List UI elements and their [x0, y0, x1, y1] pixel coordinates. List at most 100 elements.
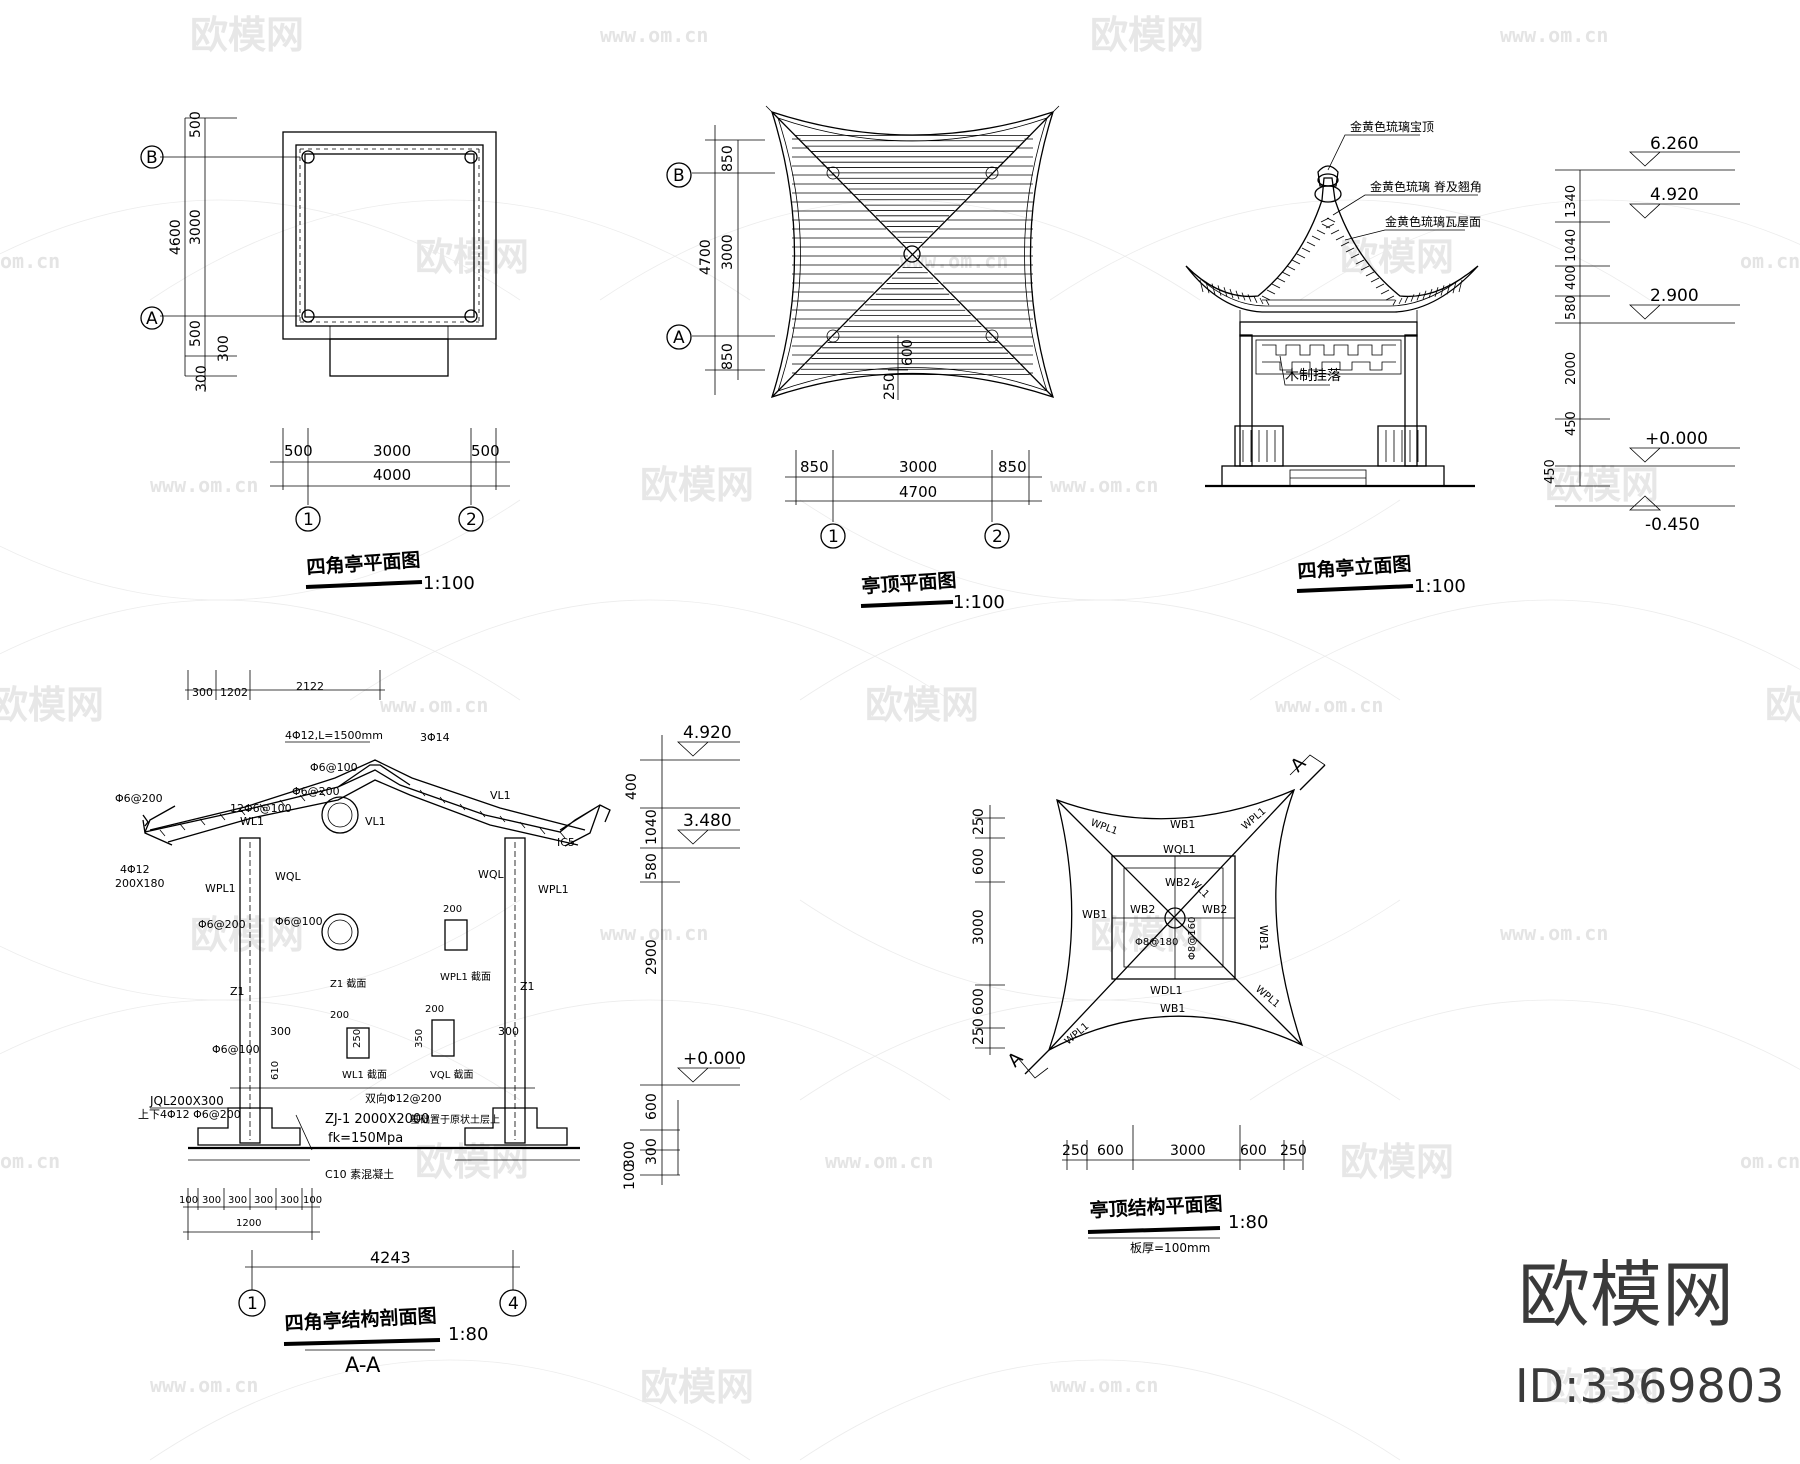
- roof-dim: 3000: [899, 458, 937, 476]
- beam-label: WPL1: [538, 883, 569, 896]
- watermark-brand: 欧模网: [1090, 13, 1204, 57]
- roof-dim: 850: [998, 458, 1027, 476]
- section-roof-slab: [167, 779, 579, 846]
- axis-bubble-1: [238, 1289, 266, 1317]
- watermark-brand: 欧模网: [1340, 235, 1454, 279]
- section-dim: 580: [644, 853, 660, 880]
- rebar-label: 200X180: [115, 877, 165, 890]
- plan-column: [464, 309, 478, 323]
- roof-finial: [903, 245, 921, 263]
- level-mark: +0.000: [683, 1049, 746, 1069]
- level-mark: 2.900: [1650, 286, 1699, 306]
- elevation-dim: 400: [1564, 265, 1579, 290]
- struct-dim: 600: [1240, 1143, 1267, 1159]
- rebar-label: 4Φ12: [120, 863, 150, 876]
- roof-struct-note: 板厚=100mm: [1130, 1241, 1210, 1255]
- rebar-label: Φ6@100: [275, 915, 323, 928]
- roof-dim: 850: [720, 145, 736, 172]
- watermark-brand: 欧模网: [1765, 683, 1800, 727]
- section-dim-total: 4243: [370, 1248, 411, 1267]
- watermark-layer: 欧模网 欧模网 欧模网 欧模网 欧模网 欧模网 欧模网 欧模网 欧模网 欧模网 …: [0, 13, 1800, 1461]
- section-dim: 1040: [644, 809, 660, 845]
- title-underline: [283, 1338, 441, 1346]
- watermark-url: om.cn: [0, 1149, 60, 1173]
- axis-bubble-b: [140, 145, 164, 169]
- struct-dim: 600: [971, 848, 987, 875]
- level-mark: 4.920: [1650, 185, 1699, 205]
- axis-bubble-1: [295, 506, 321, 532]
- slab-label: WB1: [1082, 908, 1107, 921]
- pavilion-plan: 500 3000 500 300 4600 300 B A 500 3000 5…: [140, 111, 510, 594]
- axis-label: 2: [992, 527, 1003, 547]
- watermark-url: www.om.cn: [600, 921, 708, 945]
- beam-label: JQL200X300: [149, 1094, 224, 1108]
- elevation-note: 金黄色琉璃 脊及翘角: [1370, 179, 1482, 194]
- rebar-label: Φ6@200: [115, 792, 163, 805]
- slab-label: WB1: [1160, 1002, 1185, 1015]
- roof-dim: 3000: [720, 234, 736, 270]
- axis-bubble-a: [666, 324, 692, 350]
- struct-dim: 600: [971, 988, 987, 1015]
- watermark-brand: 欧模网: [190, 913, 304, 957]
- watermark-url: om.cn: [0, 249, 60, 273]
- column-label: Z1: [230, 985, 245, 998]
- struct-dim: 250: [1280, 1143, 1307, 1159]
- rebar-label: Φ6@200: [198, 918, 246, 931]
- roof-structure-plan: A A WB1 WB1 WB1 WB1 WB2 WB2 WB2 WQL1 WDL…: [971, 752, 1326, 1255]
- plan-scale: 1:100: [423, 573, 475, 594]
- structure-section: 300 1202 2122: [115, 670, 746, 1377]
- rebar-label: 12Φ6@100: [230, 802, 292, 815]
- watermark-url: www.om.cn: [380, 693, 488, 717]
- axis-label: B: [673, 166, 685, 186]
- axis-label: 1: [247, 1294, 258, 1314]
- balustrade: [1234, 425, 1284, 467]
- wood-fretwork: [1255, 339, 1402, 375]
- elevation-dim: 450: [1564, 411, 1579, 436]
- level-mark: 4.920: [683, 723, 732, 743]
- elevation-title: 四角亭立面图: [1297, 552, 1412, 583]
- axis-label: 2: [466, 510, 477, 530]
- elevation-note: 金黄色琉璃瓦屋面: [1385, 214, 1481, 229]
- roof-struct-title: 亭顶结构平面图: [1089, 1192, 1223, 1222]
- axis-label: 4: [508, 1294, 519, 1314]
- watermark-url: www.om.cn: [1275, 693, 1383, 717]
- section-title: 四角亭结构剖面图: [284, 1304, 437, 1335]
- ring-beam: [1111, 855, 1236, 980]
- roof-tile-lines: [792, 134, 1033, 376]
- watermark-brand: 欧模网: [415, 235, 529, 279]
- beam-label: WPL1: [205, 882, 236, 895]
- brand-name: 欧模网: [1518, 1253, 1734, 1337]
- roof-dim: 850: [720, 343, 736, 370]
- vql-section-detail: [431, 1019, 455, 1057]
- dim-label: 300: [270, 1025, 291, 1038]
- elevation-dim: 1340: [1564, 185, 1579, 218]
- section-dim: 2122: [296, 680, 324, 693]
- watermark-url: www.om.cn: [1500, 921, 1608, 945]
- roof-elevation: [1185, 177, 1479, 313]
- axis-bubble-2: [984, 523, 1010, 549]
- watermark-url: www.om.cn: [1500, 23, 1608, 47]
- title-underline: [305, 580, 423, 589]
- section-footing: [464, 1107, 568, 1146]
- beam-label: WPL1: [1253, 984, 1281, 1010]
- struct-dim: 250: [971, 808, 987, 835]
- plan-column: [301, 150, 315, 164]
- watermark-brand: 欧模网: [190, 13, 304, 57]
- base-dim: 300: [280, 1195, 299, 1206]
- roof-plan-title: 亭顶平面图: [861, 568, 957, 598]
- detail-caption: WL1 截面: [342, 1068, 387, 1081]
- section-footing: [197, 1107, 301, 1146]
- watermark-url: www.om.cn: [1050, 1373, 1158, 1397]
- balustrade: [1377, 425, 1427, 467]
- base-dim: 300: [228, 1195, 247, 1206]
- rebar-label: Φ8@180: [1135, 937, 1178, 948]
- rebar-label: Φ6@100: [310, 761, 358, 774]
- level-mark: -0.450: [1645, 515, 1700, 535]
- title-underline: [1296, 584, 1414, 593]
- roof-dim: 600: [900, 339, 916, 366]
- elevation-dim: 1040: [1564, 229, 1579, 262]
- axis-bubble-2: [458, 506, 484, 532]
- section-dim: 300: [192, 686, 213, 699]
- plan-dim: 3000: [188, 209, 204, 245]
